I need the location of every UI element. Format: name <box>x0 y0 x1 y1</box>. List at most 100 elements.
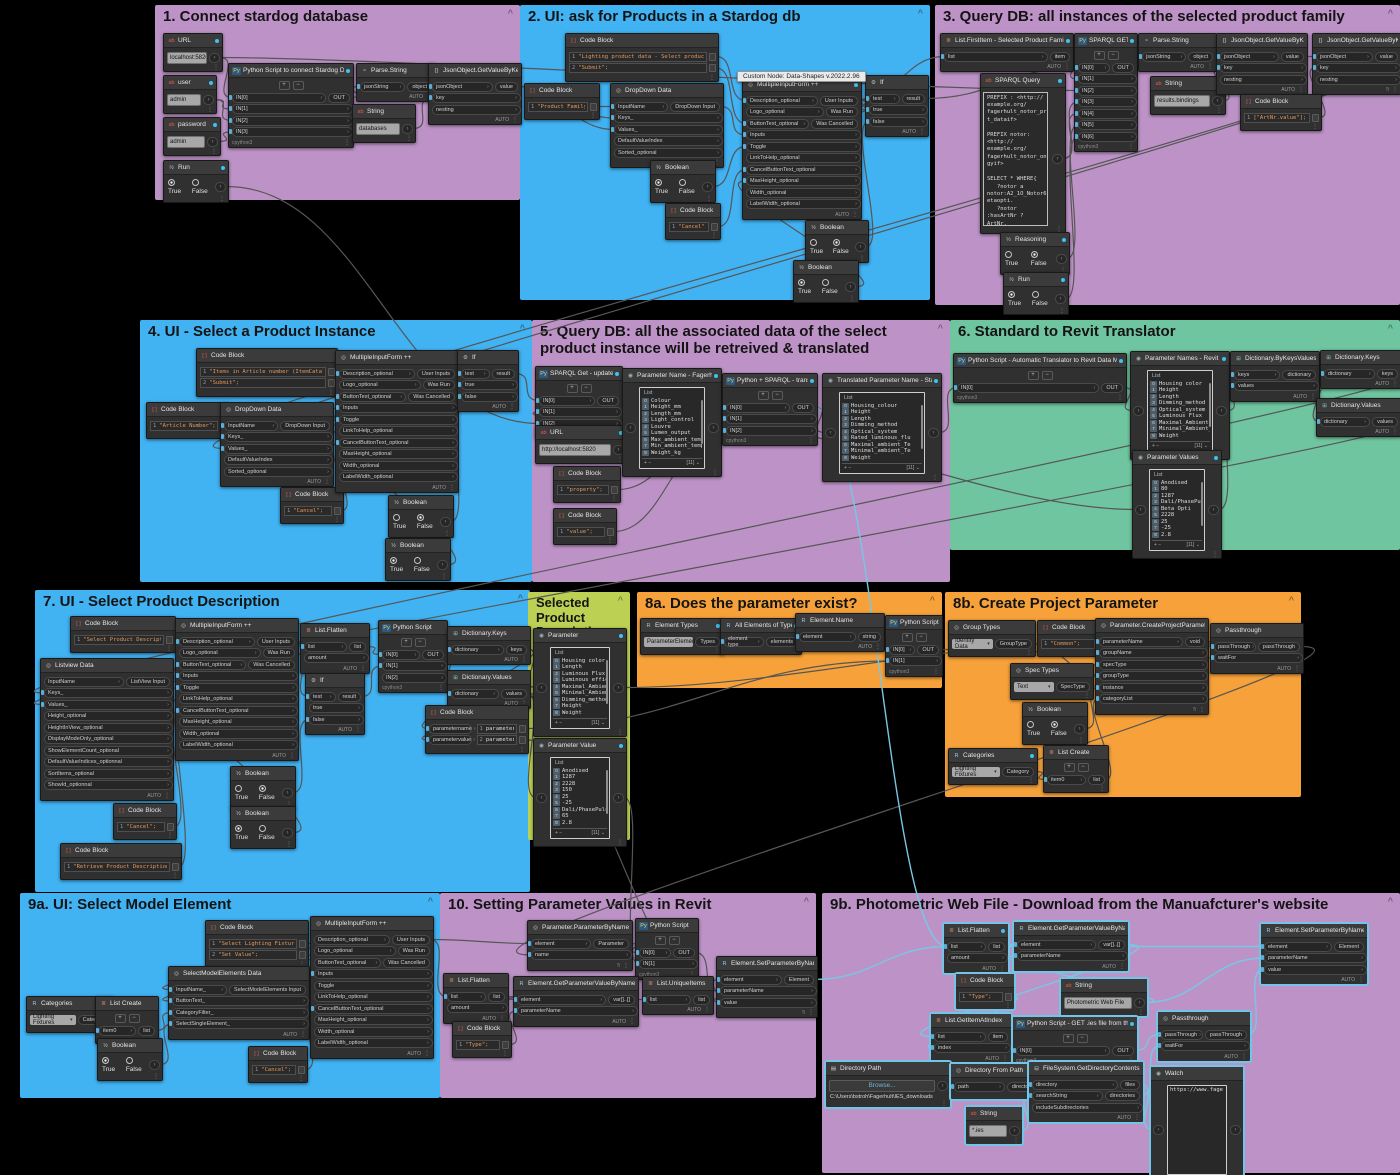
radio-option-true[interactable]: True <box>235 824 254 841</box>
output-port-passThrough[interactable]: passThrough <box>1257 641 1300 652</box>
input-port-jsonString[interactable]: jsonString› <box>1138 51 1187 62</box>
node-menu-icon[interactable]: ⋮ <box>289 752 295 759</box>
code-line[interactable]: 1["ArtNr.value"]; <box>1244 112 1310 123</box>
add-input-button[interactable]: + <box>278 81 290 90</box>
node-mif2[interactable]: ◎MultipleInputForm ++Description_optiona… <box>742 77 862 220</box>
input-port-IN[1][interactable]: IN[1]› <box>379 661 447 671</box>
code-line[interactable]: 1"Cancel"; <box>284 505 332 516</box>
output-port-list[interactable]: list <box>488 991 505 1002</box>
code-output-connector[interactable] <box>299 951 306 959</box>
output-port-value[interactable]: value <box>1280 51 1304 62</box>
code-line[interactable]: 1"value"; <box>557 526 605 537</box>
input-port-element[interactable]: element› <box>1261 941 1332 952</box>
input-port-DefaultValueIndex[interactable]: DefaultValueIndex› <box>224 455 333 465</box>
output-port-User Inputs[interactable]: User Inputs <box>416 368 455 379</box>
output-port-list[interactable]: list <box>988 941 1005 952</box>
node-menu-icon[interactable]: ⋮ <box>1134 1115 1140 1121</box>
code-output-connector[interactable] <box>328 367 335 376</box>
node-menu-icon[interactable]: ⋮ <box>153 1074 159 1080</box>
code-output-connector[interactable] <box>172 862 179 871</box>
node-menu-icon[interactable]: ⋮ <box>607 538 613 544</box>
output-port-Element[interactable]: Element <box>1333 941 1364 952</box>
input-port-jsonObject[interactable]: jsonObject› <box>1217 51 1279 62</box>
input-port-SortItems_optional[interactable]: SortItems_optional› <box>44 768 173 779</box>
preview-pin-dot[interactable] <box>1222 356 1226 361</box>
dropdown-select[interactable]: Text▾ <box>1014 681 1054 692</box>
node-menu-icon[interactable]: ⋮ <box>919 129 925 135</box>
radio-option-false[interactable]: False <box>125 1056 147 1073</box>
node-menu-icon[interactable]: ⋮ <box>449 484 455 491</box>
output-port-Element[interactable]: Element <box>783 974 814 985</box>
input-port-ShowId_optionnal[interactable]: ShowId_optionnal› <box>44 780 173 790</box>
input-port-Values_[interactable]: Values_› <box>611 124 723 135</box>
input-port-InputName[interactable]: InputName› <box>220 420 279 431</box>
input-port-ShowElementCount_optional[interactable]: ShowElementCount_optional› <box>44 745 173 756</box>
text-input[interactable]: databases <box>356 122 400 135</box>
preview-pin-dot[interactable] <box>1062 237 1066 242</box>
output-connector[interactable]: › <box>928 427 939 438</box>
browse-button[interactable]: Browse... <box>829 1079 935 1092</box>
add-input-button[interactable]: + <box>566 384 578 393</box>
node-menu-icon[interactable]: ⋮ <box>509 404 515 410</box>
input-port-test[interactable]: test› <box>866 93 900 104</box>
input-port-Toggle[interactable]: Toggle› <box>314 980 433 991</box>
node-menu-icon[interactable]: ⋮ <box>512 117 518 123</box>
input-port-IN[3][interactable]: IN[3]› <box>1075 97 1137 107</box>
input-port-Toggle[interactable]: Toggle› <box>176 682 298 693</box>
input-port-jsonString[interactable]: jsonString› <box>356 81 406 92</box>
input-port-IN[0][interactable]: IN[0]› <box>635 947 672 958</box>
node-menu-icon[interactable]: ⋮ <box>219 196 225 202</box>
input-port-list[interactable]: list› <box>941 51 1048 62</box>
node-menu-icon[interactable]: ⋮ <box>704 1007 710 1013</box>
input-port-IN[0][interactable]: IN[0]› <box>722 402 791 413</box>
output-port-list[interactable]: list <box>693 994 710 1005</box>
remove-input-button[interactable]: − <box>1077 763 1089 772</box>
input-port-list[interactable]: list› <box>642 994 692 1005</box>
input-port-Inputs[interactable]: Inputs› <box>743 130 861 140</box>
node-menu-icon[interactable]: ⋮ <box>167 833 173 839</box>
input-port-false[interactable]: false› <box>458 391 518 402</box>
output-connector[interactable]: › <box>1216 405 1227 416</box>
watch-levels-control[interactable]: + − <box>1152 442 1160 449</box>
output-connector[interactable]: › <box>702 181 713 192</box>
radio-option-false[interactable]: False <box>191 178 213 195</box>
input-port-Width_optional[interactable]: Width_optional› <box>746 187 861 198</box>
code-line[interactable]: 1"property"; <box>557 484 609 495</box>
input-port-IN[0][interactable]: IN[0]› <box>228 92 327 103</box>
code-line[interactable]: 2parametervalue; <box>476 735 517 745</box>
node-menu-icon[interactable]: ⋮ <box>1216 108 1222 114</box>
input-port-IN[3][interactable]: IN[3]› <box>229 127 353 137</box>
node-menu-icon[interactable]: ⋮ <box>355 727 361 733</box>
input-port-ButtonText_optional[interactable]: ButtonText_optional› <box>335 391 407 402</box>
input-port-Keys_[interactable]: Keys_› <box>41 688 173 698</box>
output-connector[interactable]: › <box>937 1080 948 1091</box>
node-menu-icon[interactable]: ⋮ <box>1212 552 1218 558</box>
node-menu-icon[interactable]: ⋮ <box>300 1031 306 1038</box>
preview-pin-dot[interactable] <box>221 165 225 170</box>
node-menu-icon[interactable]: ⋮ <box>706 196 712 202</box>
output-connector[interactable]: › <box>1074 723 1085 734</box>
output-port-value[interactable]: value <box>494 81 518 92</box>
input-port-IN[1][interactable]: IN[1]› <box>229 104 353 114</box>
dropdown-select[interactable]: ParameterElement▾ <box>644 636 700 647</box>
radio-option-true[interactable]: True <box>393 513 412 530</box>
node-menu-icon[interactable]: ⋮ <box>1392 381 1398 387</box>
